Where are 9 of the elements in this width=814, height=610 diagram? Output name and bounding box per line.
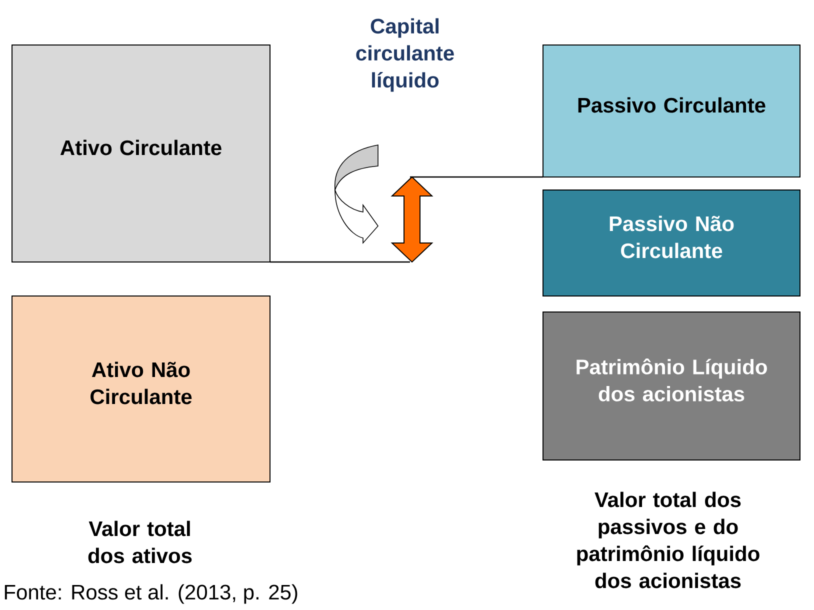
source-note: Fonte: Ross et al. (2013, p. 25) [4, 584, 298, 604]
box: Passivo Circulante [542, 44, 800, 178]
box: Patrimônio Líquido dos acionistas [542, 312, 800, 460]
caption-label: Capital circulante líquido [356, 18, 454, 92]
box: Ativo Circulante [12, 44, 270, 262]
caption-label: Valor total dos ativos [88, 520, 192, 564]
box: Ativo Não Circulante [12, 296, 270, 482]
caption-label: Valor total dos passivos e do patrimônio líquido dos acionistas [577, 492, 760, 588]
box: Passivo Não Circulante [542, 190, 800, 296]
